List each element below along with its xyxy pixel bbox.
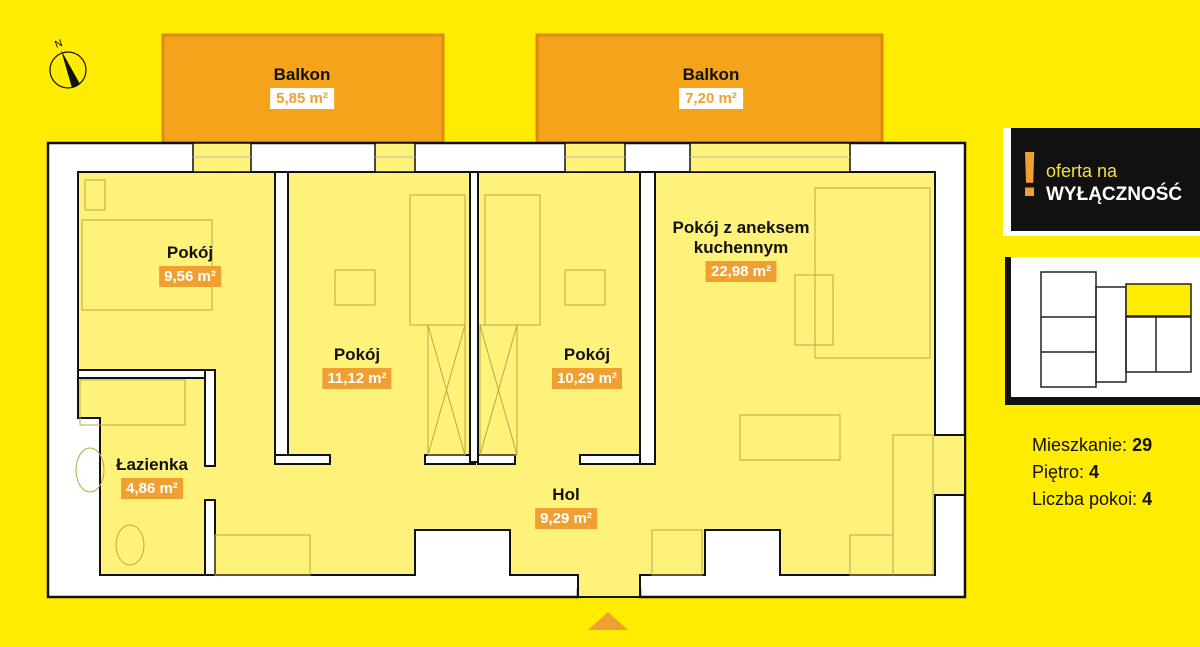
exclamation-icon: ! xyxy=(1019,138,1041,210)
apartment-number-row: Mieszkanie: 29 xyxy=(1032,432,1152,459)
room-name: Pokój xyxy=(563,345,611,364)
balcony-name: Balkon xyxy=(273,65,331,84)
room-area: 10,29 m² xyxy=(551,368,623,389)
room-label-bathroom: Łazienka 4,86 m² xyxy=(116,455,188,499)
compass-north-label: N xyxy=(53,38,64,51)
room-area: 9,56 m² xyxy=(159,266,221,287)
floor-value: 4 xyxy=(1089,462,1100,482)
room-name: Pokój xyxy=(333,345,381,364)
key-plan-drawing xyxy=(1040,271,1192,388)
entrance-arrow-icon xyxy=(588,612,628,630)
compass-icon: N xyxy=(49,38,87,89)
balcony-label-1: Balkon 5,85 m² xyxy=(270,65,334,109)
room-label-bedroom-1: Pokój 9,56 m² xyxy=(159,243,221,287)
room-name: Pokój xyxy=(166,243,214,262)
apartment-info: Mieszkanie: 29 Piętro: 4 Liczba pokoi: 4 xyxy=(1032,432,1152,513)
room-name-line2: kuchennym xyxy=(693,238,789,257)
room-area: 4,86 m² xyxy=(121,478,183,499)
room-name: Pokój z aneksem xyxy=(672,218,810,237)
exclusive-offer-badge: ! oferta na WYŁĄCZNOŚĆ xyxy=(1003,128,1200,236)
room-label-hall: Hol 9,29 m² xyxy=(535,485,597,529)
room-label-bedroom-2: Pokój 11,12 m² xyxy=(322,345,392,389)
rooms-count-row: Liczba pokoi: 4 xyxy=(1032,486,1152,513)
room-label-bedroom-3: Pokój 10,29 m² xyxy=(551,345,623,389)
apartment-number-label: Mieszkanie: xyxy=(1032,435,1128,455)
floor-row: Piętro: 4 xyxy=(1032,459,1152,486)
furniture xyxy=(75,179,934,576)
floor-label: Piętro: xyxy=(1032,462,1085,482)
balcony-name: Balkon xyxy=(682,65,740,84)
rooms-count-label: Liczba pokoi: xyxy=(1032,489,1138,509)
offer-line-2: WYŁĄCZNOŚĆ xyxy=(1046,184,1183,205)
building-key-plan xyxy=(1005,257,1200,405)
room-area: 9,29 m² xyxy=(535,508,597,529)
balcony-area: 5,85 m² xyxy=(270,88,334,109)
apartment-number-value: 29 xyxy=(1132,435,1153,455)
internal-walls xyxy=(77,171,656,576)
room-area: 11,12 m² xyxy=(322,368,392,389)
room-name: Łazienka xyxy=(116,455,188,474)
balcony-area: 7,20 m² xyxy=(679,88,743,109)
highlighted-apartment xyxy=(1125,283,1192,317)
room-label-living-kitchen: Pokój z aneksem kuchennym 22,98 m² xyxy=(672,218,810,282)
room-area: 22,98 m² xyxy=(705,261,777,282)
room-name: Hol xyxy=(552,485,580,504)
balcony-label-2: Balkon 7,20 m² xyxy=(679,65,743,109)
offer-line-1: oferta na xyxy=(1046,161,1118,181)
rooms-count-value: 4 xyxy=(1142,489,1153,509)
